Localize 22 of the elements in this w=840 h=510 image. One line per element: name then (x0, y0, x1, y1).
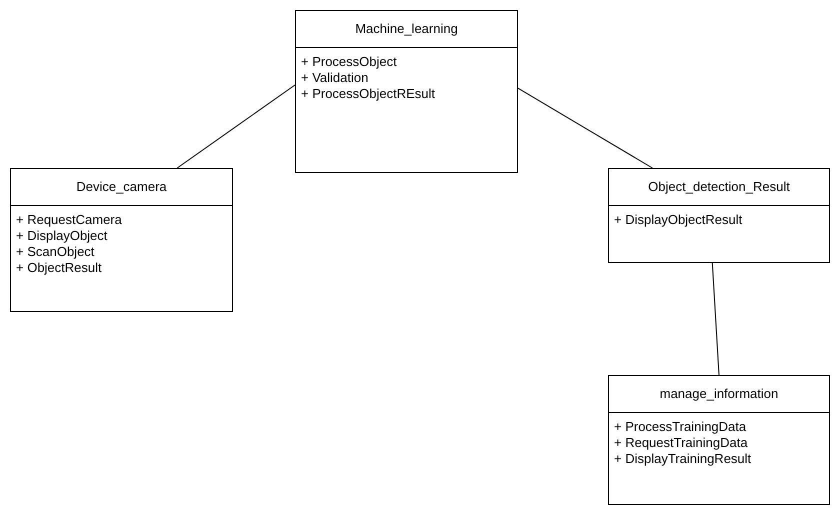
class-member: + RequestTrainingData (613, 435, 748, 451)
class-member: + ObjectResult (15, 260, 102, 276)
class-name: manage_information (609, 376, 829, 413)
class-member: + Validation (300, 70, 368, 86)
class-member: + DisplayTrainingResult (613, 451, 752, 467)
class-member: + DisplayObjectResult (613, 212, 742, 228)
association-line (176, 84, 296, 168)
class-member: + DisplayObject (15, 228, 108, 244)
class-box (10, 168, 233, 312)
class-member: + RequestCamera (15, 212, 122, 228)
class-box (608, 375, 830, 505)
class-name: Device_camera (11, 169, 232, 206)
class-member: + ScanObject (15, 244, 94, 260)
association-line (712, 262, 720, 376)
class-box (295, 10, 518, 173)
association-line (518, 88, 653, 168)
class-member: + ProcessObject (300, 54, 397, 70)
class-box (608, 168, 830, 263)
class-name: Machine_learning (296, 11, 517, 48)
class-member: + ProcessTrainingData (613, 419, 746, 435)
class-member: + ProcessObjectREsult (300, 86, 436, 102)
class-name: Object_detection_Result (609, 169, 829, 206)
